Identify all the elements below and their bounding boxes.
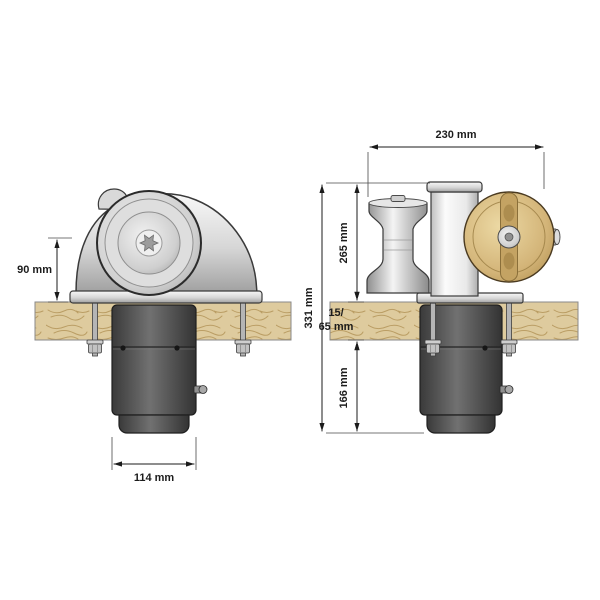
mounting-bolt-side-left — [424, 299, 442, 357]
grease-nipple-icon — [504, 385, 514, 394]
grease-nipple-icon — [198, 385, 208, 394]
motor-end-cap — [118, 414, 190, 434]
torx-bolt-icon — [139, 234, 159, 252]
dim-side-deck-thickness: 15/ 65 mm — [319, 287, 360, 355]
mounting-bolt-front-right — [234, 299, 252, 357]
dim-label-deck-max: 65 mm — [319, 321, 354, 333]
column-top-cap — [426, 181, 483, 193]
gypsy-wheel-side — [463, 191, 561, 283]
drum-top-nut — [390, 195, 406, 202]
axle-end-cap — [553, 229, 561, 245]
seam-screw-icon — [482, 345, 488, 351]
dim-label-90mm: 90 mm — [17, 264, 52, 276]
dim-side-above-deck-265mm: 265 mm — [338, 184, 360, 301]
seam-screw-icon — [174, 345, 180, 351]
motor-front — [111, 304, 208, 434]
dim-label-deck-min: 15/ — [328, 307, 343, 319]
motor-end-cap — [426, 414, 496, 434]
front-view: 90 mm 114 mm — [17, 188, 292, 484]
seam-screw-icon — [120, 345, 126, 351]
mounting-bolt-side-right — [500, 299, 518, 357]
dim-label-230mm: 230 mm — [436, 129, 477, 141]
dim-side-width-230mm: 230 mm — [367, 129, 545, 197]
dim-label-265mm: 265 mm — [338, 222, 350, 263]
motor-side — [419, 304, 514, 434]
dim-label-331mm: 331 mm — [303, 287, 315, 328]
dim-label-114mm: 114 mm — [134, 472, 175, 484]
dim-side-total-331mm: 331 mm — [303, 184, 325, 432]
side-view: 230 mm 331 mm 265 mm 15/ 65 mm 166 mm — [303, 129, 579, 434]
dim-label-166mm: 166 mm — [338, 367, 350, 408]
dim-front-height-90mm: 90 mm — [17, 237, 72, 303]
capstan-drum — [366, 195, 430, 294]
winch-housing-front — [69, 188, 263, 304]
chain-gypsy-front — [96, 190, 202, 296]
dim-front-width-114mm: 114 mm — [111, 437, 197, 484]
dim-side-below-deck-166mm: 166 mm — [338, 341, 360, 432]
